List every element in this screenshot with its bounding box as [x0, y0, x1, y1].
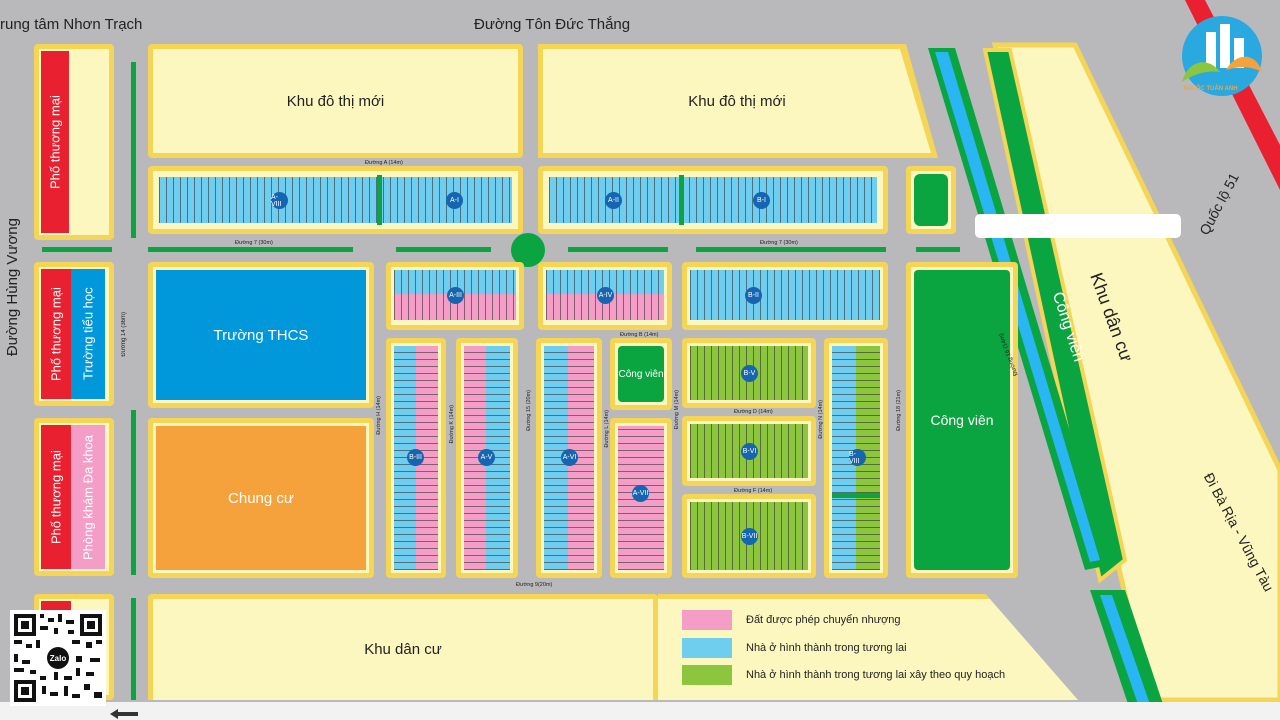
block-id-a5: A-V [478, 449, 495, 466]
road-label-ton-duc-thang: Đường Tôn Đức Thắng [474, 16, 631, 33]
park-small-block: Công viên [610, 338, 672, 410]
block-id-a8: A-VIII [271, 192, 288, 209]
legend-text-future: Nhà ở hình thành trong tương lai [746, 642, 907, 654]
building-leaf-icon [1182, 16, 1262, 96]
qr-zalo-label: Zalo [49, 653, 67, 663]
legend-text-planned: Nhà ở hình thành trong tương lai xây the… [746, 669, 1006, 681]
road-k-label: Đường K (14m) [449, 405, 455, 444]
road-f-label: Đường F (14m) [734, 488, 773, 494]
legend-swatch-planned [682, 665, 732, 685]
new-urban-area-2: Khu đô thị mới [543, 49, 931, 153]
park-strip-area [982, 48, 1128, 584]
lot-block-a5: A-V [456, 338, 518, 578]
lot-block-a2-b1: A-II B-I [538, 166, 888, 234]
label-primary-school: Trường tiểu học [80, 287, 96, 381]
label-commercial-1: Phố thương mại [47, 95, 63, 189]
info-bar [975, 214, 1181, 238]
road-9-label: Đường 9(20m) [516, 582, 553, 588]
block-id-a4: A-IV [597, 287, 614, 304]
block-id-b1: B-I [753, 192, 770, 209]
brand-name: ĐỊA ỐC TUẤN ANH [1184, 86, 1238, 92]
block-id-b5: B-V [741, 365, 758, 382]
residential-bottom-area: Khu dân cư [153, 599, 653, 700]
lot-block-a8-a1: A-VIII A-I [148, 166, 523, 234]
road-d-label: Đường D (14m) [734, 409, 773, 415]
lot-block-b7: B-VII [682, 494, 816, 578]
qr-code[interactable]: Zalo [10, 610, 106, 706]
block-id-b8: B-VIII [849, 449, 866, 466]
block-id-b7: B-VII [741, 528, 758, 545]
lot-block-a7: A-VII [610, 418, 672, 578]
road-14-label: Đường 14 (36m) [121, 312, 127, 357]
block-id-a1: A-I [446, 192, 463, 209]
road-15-label: Đường 15 (20m) [526, 390, 532, 431]
commercial-block-2: Phố thương mại Trường tiểu học [34, 262, 114, 406]
road-7-label-right: Đường 7 (30m) [760, 240, 798, 246]
lot-block-b8: B-VIII [824, 338, 888, 578]
label-park-big: Công viên [930, 412, 994, 428]
block-id-a3: A-III [447, 287, 464, 304]
commercial-block-1: Phố thương mại [34, 44, 114, 240]
apartment-block: Chung cư [148, 418, 374, 578]
road-h-label: Đường H (14m) [376, 396, 382, 435]
road-m-label: Đường M (14m) [674, 390, 680, 430]
road-7-label-left: Đường 7 (30m) [235, 240, 273, 246]
roundabout [511, 233, 545, 267]
road-b-label: Đường B (14m) [620, 332, 659, 338]
lot-block-b2: B-II [682, 262, 888, 330]
road-18-label: Đường 18 (21m) [896, 390, 902, 431]
label-commercial-2: Phố thương mại [48, 287, 64, 381]
label-clinic: Phòng khám Đa khoa [80, 434, 96, 560]
lot-block-a4: A-IV [538, 262, 672, 330]
lot-block-b5: B-V [682, 338, 816, 408]
label-new-urban-1: Khu đô thị mới [286, 92, 385, 110]
label-park-small: Công viên [618, 368, 664, 380]
qr-code-icon [14, 614, 102, 702]
legend-text-transferable: Đất được phép chuyển nhượng [746, 614, 901, 626]
lot-block-b3: B-III [386, 338, 446, 578]
block-id-a6: A-VI [561, 449, 578, 466]
commercial-block-3: Phố thương mại Phòng khám Đa khoa [34, 418, 114, 576]
lot-block-a3: A-III [386, 262, 524, 330]
label-residential-bottom: Khu dân cư [364, 641, 442, 658]
block-id-b6: B-VI [741, 443, 758, 460]
brand-logo[interactable]: ĐỊA ỐC TUẤN ANH [1176, 12, 1266, 98]
secondary-school-block: Trường THCS [148, 262, 374, 408]
lot-block-b6: B-VI [682, 416, 816, 486]
arrow-icon [110, 706, 138, 719]
label-new-urban-2: Khu đô thị mới [688, 92, 786, 110]
label-secondary-school: Trường THCS [213, 326, 309, 344]
label-apartment: Chung cư [228, 489, 294, 507]
road-a-label: Đường A (14m) [365, 160, 403, 166]
block-id-b2: B-II [745, 287, 762, 304]
legend-swatch-future [682, 638, 732, 658]
big-park-block: Công viên [906, 262, 1018, 578]
lot-block-a6: A-VI [536, 338, 602, 578]
block-id-b3: B-III [407, 449, 424, 466]
park-corner [906, 166, 956, 234]
block-id-a7: A-VII [632, 485, 649, 502]
legend-swatch-transferable [682, 610, 732, 630]
label-commercial-3: Phố thương mại [48, 450, 64, 544]
road-label-nhon-trach: rung tâm Nhơn Trạch [0, 16, 143, 33]
new-urban-area-1: Khu đô thị mới [148, 44, 523, 158]
block-id-a2: A-II [605, 192, 622, 209]
